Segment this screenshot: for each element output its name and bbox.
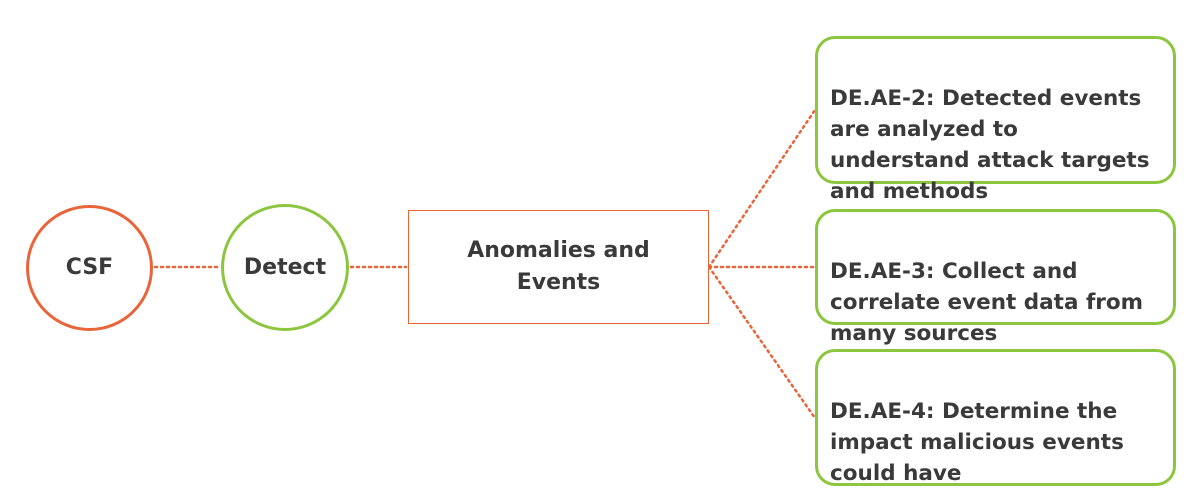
detect-label: Detect — [243, 254, 327, 280]
subcategory-card-de-ae-3: DE.AE-3: Collect and correlate event dat… — [815, 209, 1176, 346]
anomalies-events-node: Anomalies and Events — [408, 210, 709, 324]
csf-node: CSF — [26, 205, 153, 331]
subcategory-text: DE.AE-4: Determine the impact malicious … — [830, 399, 1124, 486]
csf-label: CSF — [65, 255, 114, 280]
connector-anomalies-card-2 — [707, 108, 817, 269]
anomalies-events-label: Anomalies and Events — [467, 238, 650, 295]
subcategory-text: DE.AE-3: Collect and correlate event dat… — [830, 259, 1144, 346]
detect-node: Detect — [221, 204, 349, 331]
subcategory-card-de-ae-2: DE.AE-2: Detected events are analyzed to… — [815, 36, 1176, 204]
subcategory-text: DE.AE-2: Detected events are analyzed to… — [830, 86, 1150, 204]
connector-anomalies-card-4 — [707, 265, 817, 420]
subcategory-card-de-ae-4: DE.AE-4: Determine the impact malicious … — [815, 349, 1176, 486]
